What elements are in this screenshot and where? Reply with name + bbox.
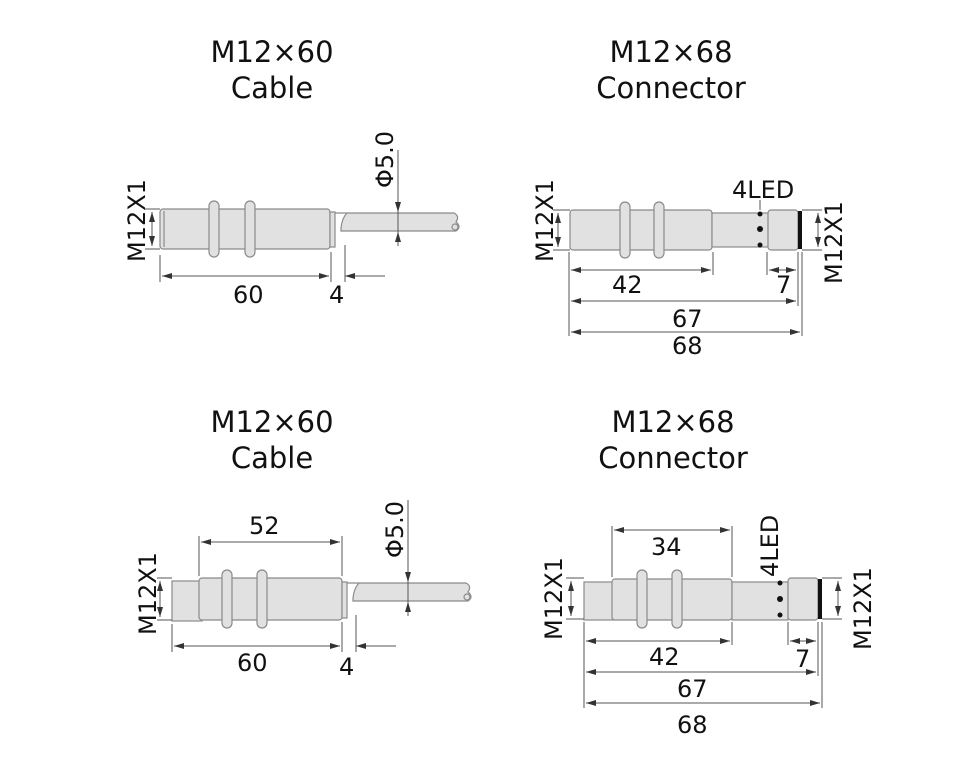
shaft-length-label: 42 [649,643,680,671]
title-type: Cable [230,71,314,105]
title-model: M12×60 [210,405,334,439]
sensor-connector-drawing-2: 4LED 34 M12X1 M12X1 42 7 67 68 [540,515,877,739]
sensor-connector-drawing-1: 4LED M12X1 M12X1 42 7 67 68 [531,176,848,360]
offset-label: 4 [329,281,344,309]
cable-diameter-label: Φ5.0 [371,131,399,188]
thread-label: M12X1 [123,179,151,262]
title-cable-top: M12×60 Cable [122,34,422,106]
title-model: M12×60 [210,35,334,69]
led-label: 4LED [732,176,794,204]
nut-2 [244,200,256,258]
thread-length-label: 34 [651,533,682,561]
title-model: M12×68 [609,35,733,69]
title-cable-bottom: M12×60 Cable [122,404,422,476]
title-connector-bottom: M12×68 Connector [523,404,823,476]
offset-label: 4 [339,653,354,681]
sensor-cable-drawing-2: M12X1 52 Φ5.0 60 4 [134,500,472,681]
title-type: Connector [596,71,746,105]
thread-label: M12X1 [134,552,162,635]
length-label: 60 [237,649,268,677]
length-label: 60 [233,281,264,309]
title-connector-top: M12×68 Connector [521,34,821,106]
nut-1 [208,200,220,258]
thread-length-label: 42 [612,271,643,299]
connector-length-label: 7 [776,271,791,299]
led-label: 4LED [756,515,784,577]
body-length-label: 67 [677,675,708,703]
thread-length-label: 52 [249,512,280,540]
cable-diameter-label: Φ5.0 [381,501,409,558]
thread-label-left: M12X1 [540,557,568,640]
total-length-label: 68 [672,332,703,360]
thread-label-left: M12X1 [531,179,559,262]
title-type: Cable [230,441,314,475]
total-length-label: 68 [677,711,708,739]
connector-length-label: 7 [795,645,810,673]
sensor-cable-drawing-1: M12X1 Φ5.0 60 4 [123,131,460,309]
title-type: Connector [598,441,748,475]
title-model: M12×68 [611,405,735,439]
body-length-label: 67 [672,305,703,333]
thread-label-right: M12X1 [820,201,848,284]
thread-label-right: M12X1 [849,567,877,650]
